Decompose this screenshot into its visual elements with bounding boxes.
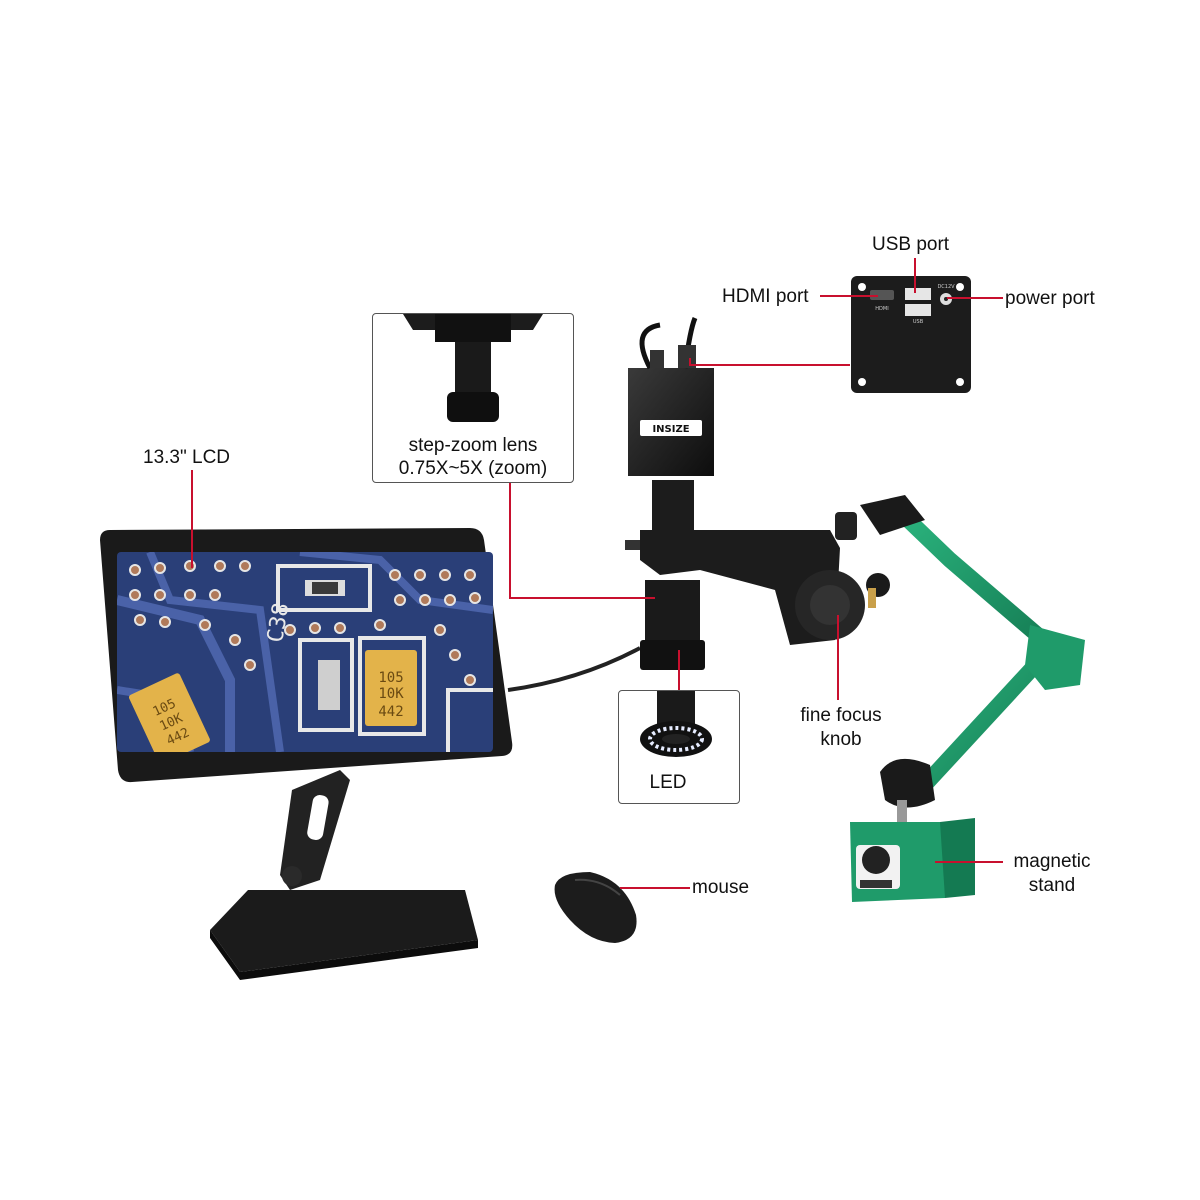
mouse-label: mouse — [692, 877, 750, 898]
hdmi-port-slot — [870, 290, 894, 300]
magnetic-stand-label-line2: stand — [1028, 875, 1076, 896]
usb-port-slot — [905, 304, 931, 316]
magnetic-stand — [850, 495, 1085, 902]
camera-cable — [639, 322, 661, 370]
lens-inset-image — [403, 314, 543, 422]
stand-upper-arm — [892, 504, 1063, 658]
pcb-component — [318, 660, 340, 710]
camera-connector — [678, 345, 696, 368]
callout-line-lens — [509, 482, 655, 599]
magnetic-stand-label-line1: magnetic — [1013, 851, 1091, 872]
stand-joint — [880, 758, 935, 808]
back-panel-body — [851, 276, 971, 393]
monitor-cable — [507, 646, 641, 692]
fine-focus-knob-center — [810, 585, 850, 625]
pcb-trace — [117, 595, 235, 752]
pcb-trace — [299, 552, 493, 614]
lock-knob-pin — [868, 588, 876, 608]
lcd-monitor: 105 10K 442 105 10K 442 C38 — [100, 528, 513, 783]
lens-coupler — [652, 480, 694, 540]
capacitor-text: 10K — [378, 686, 404, 702]
usb-port-label: USB port — [872, 234, 950, 255]
power-port-label: power port — [1005, 288, 1095, 309]
monitor-screen: 105 10K 442 105 10K 442 C38 — [117, 552, 493, 752]
callout-line-camera — [689, 358, 850, 366]
monitor-stand — [210, 770, 478, 980]
led-inset: LED — [618, 690, 740, 804]
camera-connector — [650, 350, 664, 368]
hdmi-port-label: HDMI port — [722, 286, 809, 307]
magnetic-switch-knob — [862, 846, 890, 874]
capacitor-text: 105 — [378, 670, 403, 686]
camera-brand: INSIZE — [652, 424, 689, 435]
monitor-base-edge — [210, 930, 478, 980]
magnetic-base-side — [940, 818, 975, 898]
monitor-base — [210, 890, 478, 972]
microscope: INSIZE — [628, 317, 714, 670]
pcb-outline — [276, 564, 372, 612]
led-ring-housing — [640, 640, 705, 670]
led-label: LED — [649, 772, 687, 793]
camera-back-panel: HDMI USB DC12V — [851, 276, 971, 393]
holder-screw — [625, 540, 640, 550]
usb-port-slot — [905, 288, 931, 300]
usb-port-mark: USB — [913, 319, 924, 325]
capacitor-text: 442 — [378, 704, 403, 720]
pcb-capacitor: 105 10K 442 — [129, 673, 210, 752]
pcb-outline — [298, 638, 354, 732]
callout-lines — [191, 258, 1003, 889]
fine-focus-label-line1: fine focus — [800, 705, 882, 726]
lens-label-line2: 0.75X~5X (zoom) — [398, 458, 548, 479]
mouse-highlight — [574, 878, 621, 896]
pcb-outline — [446, 688, 493, 752]
pcb-resistor-body — [312, 582, 338, 594]
stand-post — [897, 800, 907, 824]
camera-brand-plate — [640, 420, 702, 436]
hdmi-port-mark: HDMI — [875, 306, 888, 312]
capacitor-body — [129, 673, 210, 752]
stand-clamp — [860, 495, 925, 535]
monitor-hinge — [282, 866, 302, 886]
zoom-lens-tube — [645, 580, 700, 640]
pcb-trace — [146, 552, 284, 752]
pcb-capacitor: 105 10K 442 — [365, 650, 417, 726]
capacitor-body — [365, 650, 417, 726]
lcd-label: 13.3" LCD — [143, 447, 231, 468]
monitor-arm-slot — [307, 795, 329, 840]
lens-label-line1: step-zoom lens — [408, 435, 538, 456]
fine-focus-label-line2: knob — [820, 729, 862, 750]
mouse-body — [554, 872, 637, 943]
holder-arm — [640, 530, 840, 645]
holder-clamp-knob — [835, 512, 857, 540]
led-inset-image — [640, 691, 712, 757]
magnetic-logo — [860, 880, 892, 888]
mouse — [554, 872, 637, 943]
power-port-mark: DC12V — [937, 284, 955, 290]
microscope-holder — [625, 512, 890, 645]
stand-lock-knob — [1025, 625, 1085, 690]
stand-lower-arm — [912, 652, 1048, 798]
pcb-outline — [358, 636, 426, 736]
lens-inset: step-zoom lens 0.75X~5X (zoom) — [372, 313, 574, 483]
